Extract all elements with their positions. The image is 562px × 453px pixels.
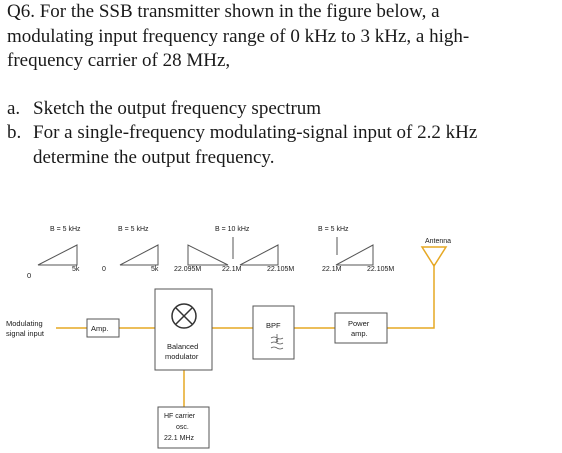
- modulator-label-1: Balanced: [167, 342, 198, 351]
- spectrum-2-bandwidth: B = 5 kHz: [118, 226, 149, 233]
- part-b-label: b.: [7, 122, 22, 143]
- spectrum-4-bandwidth: B = 5 kHz: [318, 226, 349, 233]
- part-a: a. Sketch the output frequency spectrum: [7, 97, 557, 122]
- spectrum-3-bandwidth: B = 10 kHz: [215, 226, 250, 233]
- question-parts: a. Sketch the output frequency spectrum …: [7, 97, 557, 171]
- spectrum-ssb: [335, 237, 374, 266]
- spectrum-modulating: [37, 244, 78, 266]
- antenna-label: Antenna: [425, 238, 451, 245]
- spectrum-1-bandwidth: B = 5 kHz: [50, 226, 81, 233]
- modulating-input-label-2: signal input: [6, 329, 45, 338]
- question-number: Q6.: [7, 1, 35, 22]
- spectrum-3-high: 22.105M: [267, 266, 294, 273]
- power-amp-block: [334, 312, 388, 344]
- hf-label-3: 22.1 MHz: [164, 435, 194, 442]
- spectrum-3-center: 22.1M: [222, 266, 242, 273]
- power-amp-label-1: Power: [348, 319, 370, 328]
- power-amp-label-2: amp.: [351, 329, 368, 338]
- part-b-line-1: For a single-frequency modulating-signal…: [33, 122, 478, 143]
- signal-wires: [56, 264, 435, 407]
- modulator-label-2: modulator: [165, 352, 199, 361]
- prompt-line-3: frequency carrier of 28 MHz,: [7, 50, 231, 71]
- prompt-line-2: modulating input frequency range of 0 kH…: [7, 25, 470, 47]
- question-text: Q6. For the SSB transmitter shown in the…: [7, 0, 557, 170]
- antenna-icon: [420, 246, 448, 268]
- hf-label-1: HF carrier: [164, 413, 196, 420]
- spectrum-amp-out: [119, 244, 159, 266]
- mixer-icon: [171, 303, 197, 329]
- balanced-modulator-block: [154, 288, 213, 371]
- filter-icon: [270, 334, 284, 350]
- spectrum-dsb: [187, 237, 279, 266]
- prompt-line-1: For the SSB transmitter shown in the fig…: [39, 1, 440, 22]
- amp-label: Amp.: [91, 324, 109, 333]
- part-b-line-2: determine the output frequency.: [33, 146, 275, 168]
- spectrum-1-low: 0: [27, 271, 31, 280]
- hf-carrier-oscillator-block: [157, 406, 210, 449]
- part-b-text: For a single-frequency modulating-signal…: [33, 121, 557, 170]
- amp-block: [86, 318, 120, 338]
- spectrum-4-high: 22.105M: [367, 266, 394, 273]
- spectrum-1-high: 5k: [72, 266, 80, 273]
- bpf-block: [252, 305, 295, 360]
- hf-label-2: osc.: [176, 424, 189, 431]
- modulating-input-label-1: Modulating: [6, 319, 43, 328]
- spectrum-2-low: 0: [102, 266, 106, 273]
- question-prompt: Q6. For the SSB transmitter shown in the…: [7, 0, 557, 74]
- bpf-label: BPF: [266, 321, 281, 330]
- part-b: b. For a single-frequency modulating-sig…: [7, 121, 557, 170]
- part-a-text: Sketch the output frequency spectrum: [33, 97, 322, 119]
- part-a-label: a.: [7, 97, 21, 119]
- spectrum-2-high: 5k: [151, 266, 159, 273]
- spectrum-4-low: 22.1M: [322, 266, 342, 273]
- spectrum-3-low: 22.095M: [174, 266, 201, 273]
